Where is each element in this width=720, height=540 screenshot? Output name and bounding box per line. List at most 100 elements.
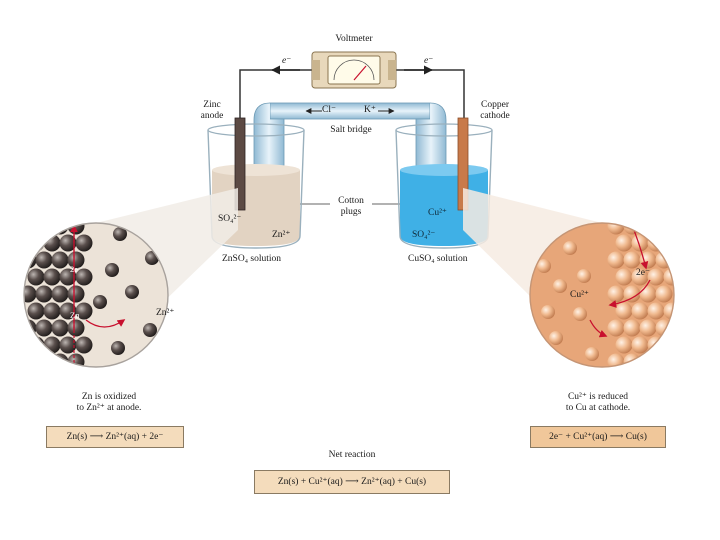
zinc-atom	[59, 302, 77, 320]
zinc-atom	[24, 285, 37, 303]
copper-atom	[623, 285, 641, 303]
copper-atom	[655, 223, 673, 235]
zinc-ion	[113, 227, 127, 241]
electron-label-left: e⁻	[282, 56, 292, 66]
copper-atom	[607, 251, 625, 269]
copper-atom	[631, 302, 649, 320]
left-zoom-electron-label: 2e⁻	[70, 264, 83, 274]
zinc-ion	[93, 295, 107, 309]
zinc-atom	[27, 336, 45, 354]
right-ion-so4: SO₄²⁻	[412, 230, 436, 240]
zinc-atom	[24, 251, 37, 269]
copper-atom	[663, 234, 674, 252]
copper-ion	[553, 279, 567, 293]
cathode-equation-box: 2e⁻ + Cu²⁺(aq) ⟶ Cu(s)	[530, 426, 666, 448]
cotton-plugs-label: Cotton plugs	[338, 196, 364, 217]
zinc-atom	[51, 319, 69, 337]
copper-ion	[573, 307, 587, 321]
zinc-electrode	[234, 117, 246, 211]
copper-atom	[631, 234, 649, 252]
net-equation-box: Zn(s) + Cu²⁺(aq) ⟶ Zn²⁺(aq) + Cu(s)	[254, 470, 450, 494]
cuso4-solution-label: CuSO₄ solution	[408, 254, 468, 264]
zinc-atom	[67, 285, 85, 303]
left-ion-so4: SO₄²⁻	[218, 214, 242, 224]
zinc-ion	[125, 285, 139, 299]
cathode-caption: Cu²⁺ is reduced to Cu at cathode.	[565, 392, 631, 413]
zinc-atom	[24, 223, 37, 235]
zinc-ion	[143, 323, 157, 337]
copper-atom	[631, 336, 649, 354]
zinc-ion	[135, 353, 149, 367]
zinc-atom	[24, 353, 37, 367]
net-reaction-title: Net reaction	[328, 450, 376, 460]
znso4-solution-label: ZnSO₄ solution	[222, 254, 281, 264]
copper-atom	[615, 302, 633, 320]
zinc-ion	[111, 341, 125, 355]
anode-caption: Zn is oxidized to Zn²⁺ at anode.	[76, 392, 142, 413]
zinc-atom	[27, 268, 45, 286]
copper-ion	[563, 241, 577, 255]
copper-atom	[607, 319, 625, 337]
copper-atom	[647, 302, 665, 320]
zinc-atom	[67, 251, 85, 269]
copper-ion	[549, 331, 563, 345]
copper-atom	[639, 223, 657, 235]
copper-atom	[655, 319, 673, 337]
voltmeter-label: Voltmeter	[335, 34, 373, 44]
zinc-atom	[51, 251, 69, 269]
copper-atom	[623, 319, 641, 337]
voltmeter-icon	[311, 51, 397, 89]
zinc-atom	[43, 336, 61, 354]
copper-atom	[607, 223, 625, 235]
copper-atom	[655, 285, 673, 303]
copper-ion	[537, 259, 551, 273]
copper-atom	[615, 268, 633, 286]
zinc-atom	[75, 268, 93, 286]
copper-atom	[655, 251, 673, 269]
copper-cathode-label: Copper cathode	[480, 100, 510, 121]
left-ion-zn: Zn²⁺	[272, 230, 291, 240]
copper-atom	[647, 234, 665, 252]
copper-atom	[663, 336, 674, 354]
zinc-atom	[59, 336, 77, 354]
left-zoom-zn2-label: Zn²⁺	[156, 308, 175, 318]
left-zoom-zn-label: Zn	[70, 310, 80, 320]
zinc-atom	[75, 234, 93, 252]
zinc-atom	[59, 268, 77, 286]
copper-atom	[623, 251, 641, 269]
zinc-atom	[35, 223, 53, 235]
zinc-atom	[27, 302, 45, 320]
bridge-ion-k: K⁺	[364, 105, 376, 115]
copper-atom	[615, 234, 633, 252]
copper-atom	[639, 285, 657, 303]
zinc-atom	[59, 234, 77, 252]
copper-atom	[639, 319, 657, 337]
zinc-atom	[75, 336, 93, 354]
zinc-atom	[51, 285, 69, 303]
anode-equation-box: Zn(s) ⟶ Zn²⁺(aq) + 2e⁻	[46, 426, 184, 448]
electron-label-right: e⁻	[424, 56, 434, 66]
zinc-atom	[35, 251, 53, 269]
zinc-atom	[35, 353, 53, 367]
copper-atom	[607, 285, 625, 303]
zinc-atom	[43, 302, 61, 320]
zinc-anode-label: Zinc anode	[200, 100, 224, 121]
zinc-atom	[67, 319, 85, 337]
zinc-ion	[105, 263, 119, 277]
zinc-atom	[35, 319, 53, 337]
right-zoom-cu2-label: Cu²⁺	[570, 290, 589, 300]
copper-atom	[623, 353, 641, 367]
copper-atom	[655, 353, 673, 367]
copper-ion	[577, 269, 591, 283]
copper-ion	[541, 305, 555, 319]
zinc-atom	[75, 302, 93, 320]
copper-atom	[647, 268, 665, 286]
cathode-zoom-view	[530, 223, 674, 367]
right-zoom-electron-label: 2e⁻	[636, 268, 650, 278]
copper-atom	[639, 353, 657, 367]
copper-atom	[607, 353, 625, 367]
zinc-atom	[43, 268, 61, 286]
salt-bridge-label: Salt bridge	[330, 125, 372, 135]
zinc-atom	[24, 319, 37, 337]
